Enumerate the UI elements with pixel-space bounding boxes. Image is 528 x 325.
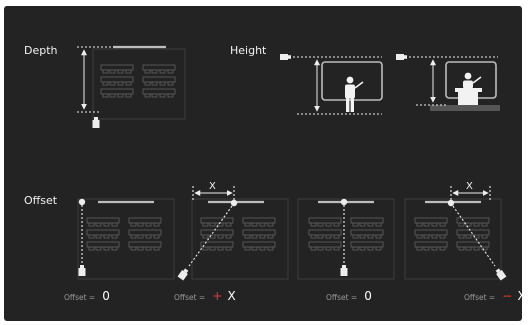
offset-diagram-zero-right — [297, 198, 395, 280]
offset-caption-2: Offset = + X — [174, 285, 236, 304]
x-marker: X — [466, 181, 473, 192]
podium-icon — [455, 72, 482, 105]
offset-diagram-minus-x — [404, 186, 507, 281]
offset-diagram-plus-x — [177, 186, 289, 281]
depth-diagram — [77, 45, 186, 128]
offset-label: Offset — [24, 194, 58, 207]
height-diagram-podium — [396, 54, 500, 111]
height-diagram-standing — [280, 54, 383, 115]
offset-diagram-zero-left — [77, 198, 175, 280]
depth-label: Depth — [24, 44, 58, 57]
projector-icon — [177, 268, 189, 281]
projector-icon — [396, 54, 407, 60]
offset-caption-4: Offset = − X — [464, 285, 522, 304]
projector-icon — [340, 265, 348, 276]
offset-caption-1: Offset = 0 — [64, 285, 110, 304]
x-marker: X — [209, 181, 216, 192]
diagram-panel: Depth Height — [4, 6, 522, 321]
projector-icon — [495, 268, 507, 281]
height-label: Height — [230, 44, 267, 57]
offset-caption-3: Offset = 0 — [326, 285, 372, 304]
presenter-icon — [345, 76, 364, 112]
projector-icon — [280, 54, 291, 60]
projector-icon — [78, 265, 86, 276]
projector-placement-diagram: Depth Height — [24, 44, 522, 304]
